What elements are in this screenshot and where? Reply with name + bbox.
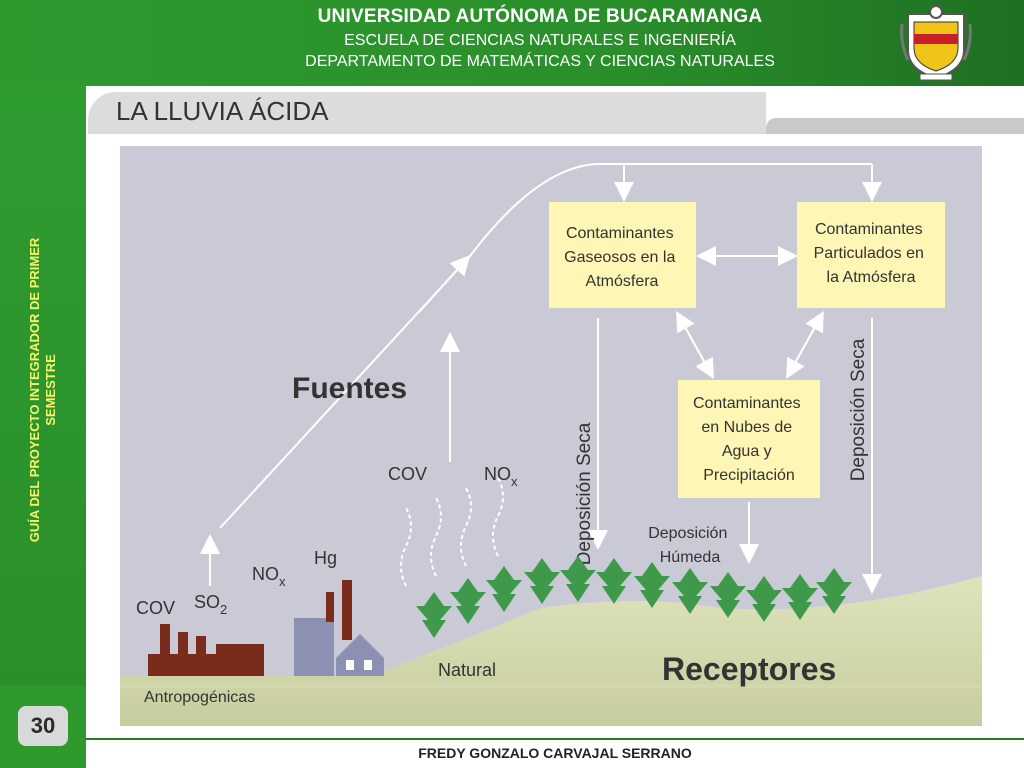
hg-label: Hg: [314, 548, 337, 568]
particulados-line-3: la Atmósfera: [827, 269, 916, 286]
department-name: DEPARTAMENTO DE MATEMÁTICAS Y CIENCIAS N…: [305, 52, 775, 70]
cov-natural-label: COV: [388, 464, 427, 484]
nubes-line-1: Contaminantes: [693, 395, 801, 412]
particulados-line-2: Particulados en: [814, 245, 924, 262]
cov-anthro-label: COV: [136, 598, 175, 618]
school-name: ESCUELA DE CIENCIAS NATURALES E INGENIER…: [344, 31, 736, 49]
vertical-guide-line-1: GUÍA DEL PROYECTO INTEGRADOR DE PRIMER: [26, 237, 42, 543]
university-crest-logo: [900, 5, 972, 81]
receptores-label: Receptores: [662, 651, 836, 687]
gaseosos-line-1: Contaminantes: [566, 225, 674, 242]
header-text-block: UNIVERSIDAD AUTÓNOMA DE BUCARAMANGA ESCU…: [210, 6, 870, 71]
nox-natural-base: NO: [484, 464, 511, 484]
nubes-line-4: Precipitación: [703, 467, 795, 484]
particulados-line-1: Contaminantes: [815, 221, 923, 238]
box-nubes: [678, 380, 820, 498]
nox-natural-label: NOx: [484, 464, 518, 489]
university-name: UNIVERSIDAD AUTÓNOMA DE BUCARAMANGA: [317, 6, 763, 27]
box-nubes-text: Contaminantes en Nubes de Agua y Precipi…: [693, 395, 805, 484]
page-number: 30: [18, 706, 68, 746]
nubes-line-2: en Nubes de: [701, 419, 792, 436]
factory-icon: [148, 624, 264, 676]
vertical-guide-title: GUÍA DEL PROYECTO INTEGRADOR DE PRIMER S…: [27, 180, 60, 600]
box-gaseosos: [549, 202, 696, 308]
fuentes-label: Fuentes: [292, 372, 407, 405]
deposicion-humeda-line-2: Húmeda: [660, 549, 721, 566]
nox-anthro-base: NO: [252, 564, 279, 584]
antropogenicas-label: Antropogénicas: [144, 689, 255, 706]
deposicion-seca-right-label: Deposición Seca: [848, 338, 869, 481]
gaseosos-line-3: Atmósfera: [586, 273, 659, 290]
so2-base: SO: [194, 592, 220, 612]
acid-rain-diagram: Contaminantes Gaseosos en la Atmósfera C…: [120, 146, 982, 726]
deposicion-humeda-line-1: Deposición: [648, 525, 727, 542]
vertical-guide-line-2: SEMESTRE: [43, 354, 58, 426]
so2-sub: 2: [220, 602, 227, 617]
so2-label: SO2: [194, 592, 227, 617]
title-tab-shape: [88, 92, 766, 134]
box-particulados-text: Contaminantes Particulados en la Atmósfe…: [814, 221, 929, 286]
slide-title: LA LLUVIA ÁCIDA: [116, 96, 329, 126]
nox-anthro-sub: x: [279, 574, 286, 589]
footer-author: FREDY GONZALO CARVAJAL SERRANO: [418, 745, 692, 761]
deposicion-seca-left-label: Deposición Seca: [574, 422, 595, 565]
box-gaseosos-text: Contaminantes Gaseosos en la Atmósfera: [564, 225, 680, 290]
trees: [416, 556, 852, 638]
box-particulados: [797, 202, 945, 308]
deposicion-humeda-label: Deposición Húmeda: [648, 525, 732, 566]
nox-anthro-label: NOx: [252, 564, 286, 589]
header-band: UNIVERSIDAD AUTÓNOMA DE BUCARAMANGA ESCU…: [0, 0, 1024, 86]
power-plant-icon: [294, 580, 384, 676]
left-sidebar-band: [0, 86, 86, 686]
title-stripe: [766, 118, 1024, 134]
natural-label: Natural: [438, 660, 496, 680]
footer-divider: [86, 738, 1024, 740]
gaseosos-line-2: Gaseosos en la: [564, 249, 675, 266]
nox-natural-sub: x: [511, 474, 518, 489]
fuentes-flow-arrow: [219, 163, 872, 529]
nubes-line-3: Agua y: [722, 443, 772, 460]
